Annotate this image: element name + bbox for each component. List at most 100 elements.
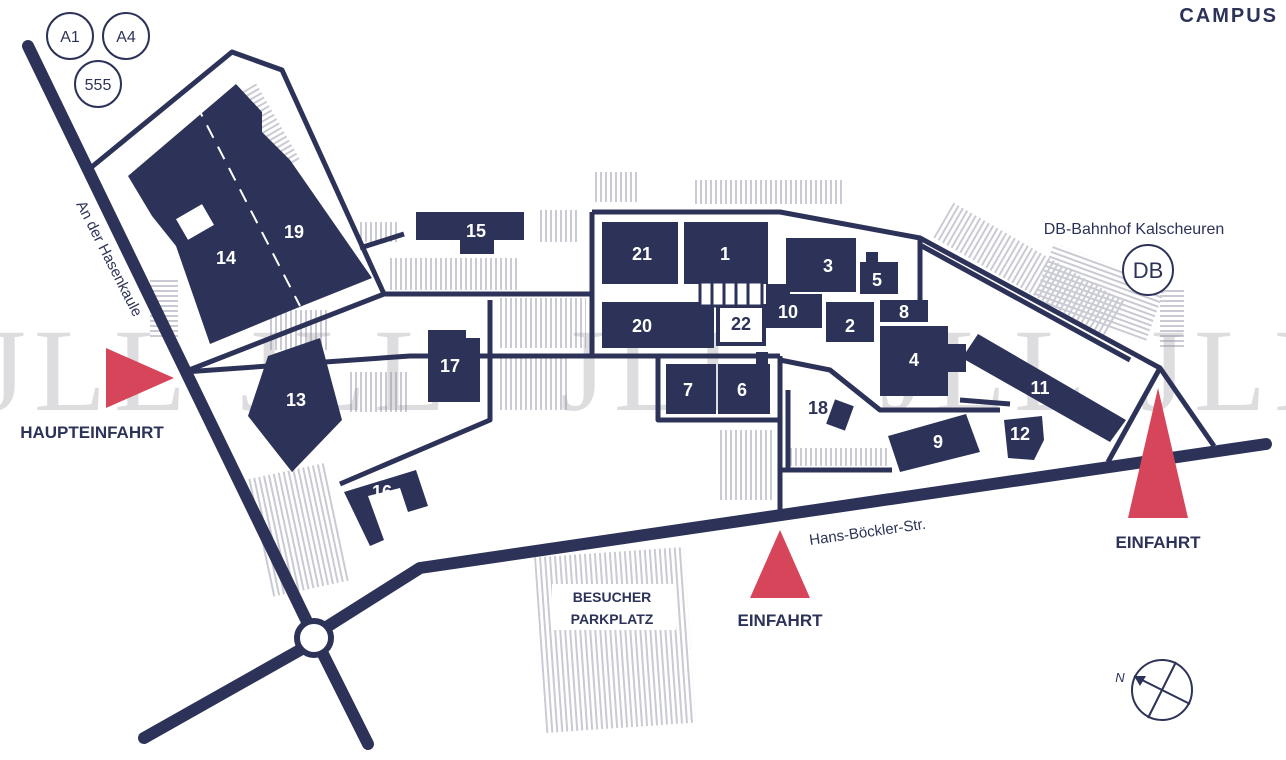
building-divider [195, 103, 301, 307]
building-20 [602, 302, 714, 348]
parking-areas [150, 83, 1184, 734]
entrance-markers [106, 348, 1188, 598]
building-label: 20 [632, 316, 652, 336]
entrance-label-south: EINFAHRT [738, 611, 824, 630]
route-badges: A1 A4 555 [46, 12, 150, 108]
visitor-parking-line2: PARKPLATZ [571, 611, 654, 627]
building-1 [684, 222, 768, 284]
parking-area [498, 298, 586, 348]
building-2 [826, 302, 874, 342]
building-label: 11 [1030, 378, 1049, 398]
walkway-ribs [710, 282, 750, 306]
building-labels: 1 2 3 4 5 6 7 8 9 10 11 12 13 14 15 16 1… [216, 221, 1050, 502]
building-6 [718, 364, 770, 414]
route-badge-label: 555 [85, 77, 112, 94]
page-title: CAMPUS [1179, 5, 1278, 27]
building-3 [786, 238, 856, 292]
building-7 [666, 364, 716, 414]
triangle-marker-icon [1128, 388, 1188, 518]
building-label: 17 [440, 356, 460, 376]
building-label: 1 [720, 244, 730, 264]
visitor-parking-label-bg [552, 584, 676, 630]
parking-area [692, 180, 842, 204]
db-badge-icon [1122, 244, 1174, 296]
building-9 [888, 414, 980, 472]
building-12 [1004, 416, 1044, 460]
route-badge [74, 60, 122, 108]
building-label: 4 [909, 350, 919, 370]
building-10 [766, 284, 822, 328]
triangle-marker-icon [750, 530, 810, 598]
building-label: 22 [731, 314, 751, 334]
compass-north-label: N [1115, 670, 1125, 685]
building-13 [248, 338, 342, 472]
road-an-der-hasenkaule [22, 40, 318, 638]
walkway [698, 280, 764, 308]
building-4 [880, 326, 966, 396]
building-label: 5 [872, 270, 882, 290]
building-label: 12 [1010, 424, 1030, 444]
west-site-boundary [86, 49, 387, 375]
parking-area [534, 546, 696, 734]
triangle-marker-icon [106, 348, 174, 408]
building-label: 18 [808, 398, 828, 418]
visitor-parking-line1: BESUCHER [573, 589, 652, 605]
building-8 [880, 300, 928, 322]
parking-area [594, 172, 640, 202]
db-badge-label: DB [1133, 258, 1164, 283]
building-17 [428, 330, 480, 402]
building-5 [860, 262, 898, 294]
building-21 [602, 222, 678, 284]
roundabout-icon [294, 618, 334, 658]
parking-area [1033, 243, 1167, 341]
route-badge-label: A1 [60, 29, 80, 46]
building-5-annex [866, 252, 878, 264]
building-label: 14 [216, 248, 236, 268]
building-label: 9 [933, 432, 943, 452]
parking-area [350, 372, 410, 412]
parking-area [498, 358, 570, 410]
parking-area [388, 258, 518, 290]
path [655, 356, 783, 512]
station-label: DB-Bahnhof Kalscheuren [1044, 221, 1225, 238]
route-badge [102, 12, 150, 60]
building-label: 16 [372, 482, 392, 502]
compass-icon [1131, 659, 1193, 721]
building-label: 3 [823, 256, 833, 276]
building-label: 15 [466, 221, 486, 241]
building-label: 13 [286, 390, 306, 410]
buildings [128, 84, 1126, 546]
building-15 [416, 212, 524, 254]
building-18 [826, 399, 854, 431]
street-label-south: Hans-Böckler-Str. [808, 516, 927, 549]
entrance-label-east: EINFAHRT [1116, 533, 1202, 552]
building-16 [344, 470, 428, 546]
route-badge-label: A4 [116, 29, 136, 46]
parking-area [1160, 290, 1184, 350]
building-label: 19 [284, 222, 304, 242]
building-label: 21 [632, 244, 652, 264]
parking-area [540, 210, 580, 242]
main-roads [22, 40, 1272, 750]
road-southwest [138, 644, 306, 744]
path [959, 397, 1011, 407]
road-hans-boeckler-str [319, 438, 1272, 634]
building-label: 6 [737, 380, 747, 400]
path [1105, 366, 1163, 464]
building-6-annex [756, 352, 768, 364]
road-south-continuation [310, 634, 374, 750]
building-label: 2 [845, 316, 855, 336]
building-11 [962, 334, 1126, 442]
parking-area [720, 430, 774, 500]
entrance-label-main: HAUPTEINFAHRT [20, 423, 164, 442]
path [918, 242, 1132, 363]
path [359, 231, 405, 251]
building-label: 7 [683, 380, 693, 400]
building-label: 10 [778, 302, 798, 322]
parking-area [788, 448, 888, 466]
path [779, 357, 1000, 413]
internal-paths [86, 49, 1217, 512]
building-14-courtyard [176, 204, 214, 240]
building-14-19 [128, 84, 372, 344]
